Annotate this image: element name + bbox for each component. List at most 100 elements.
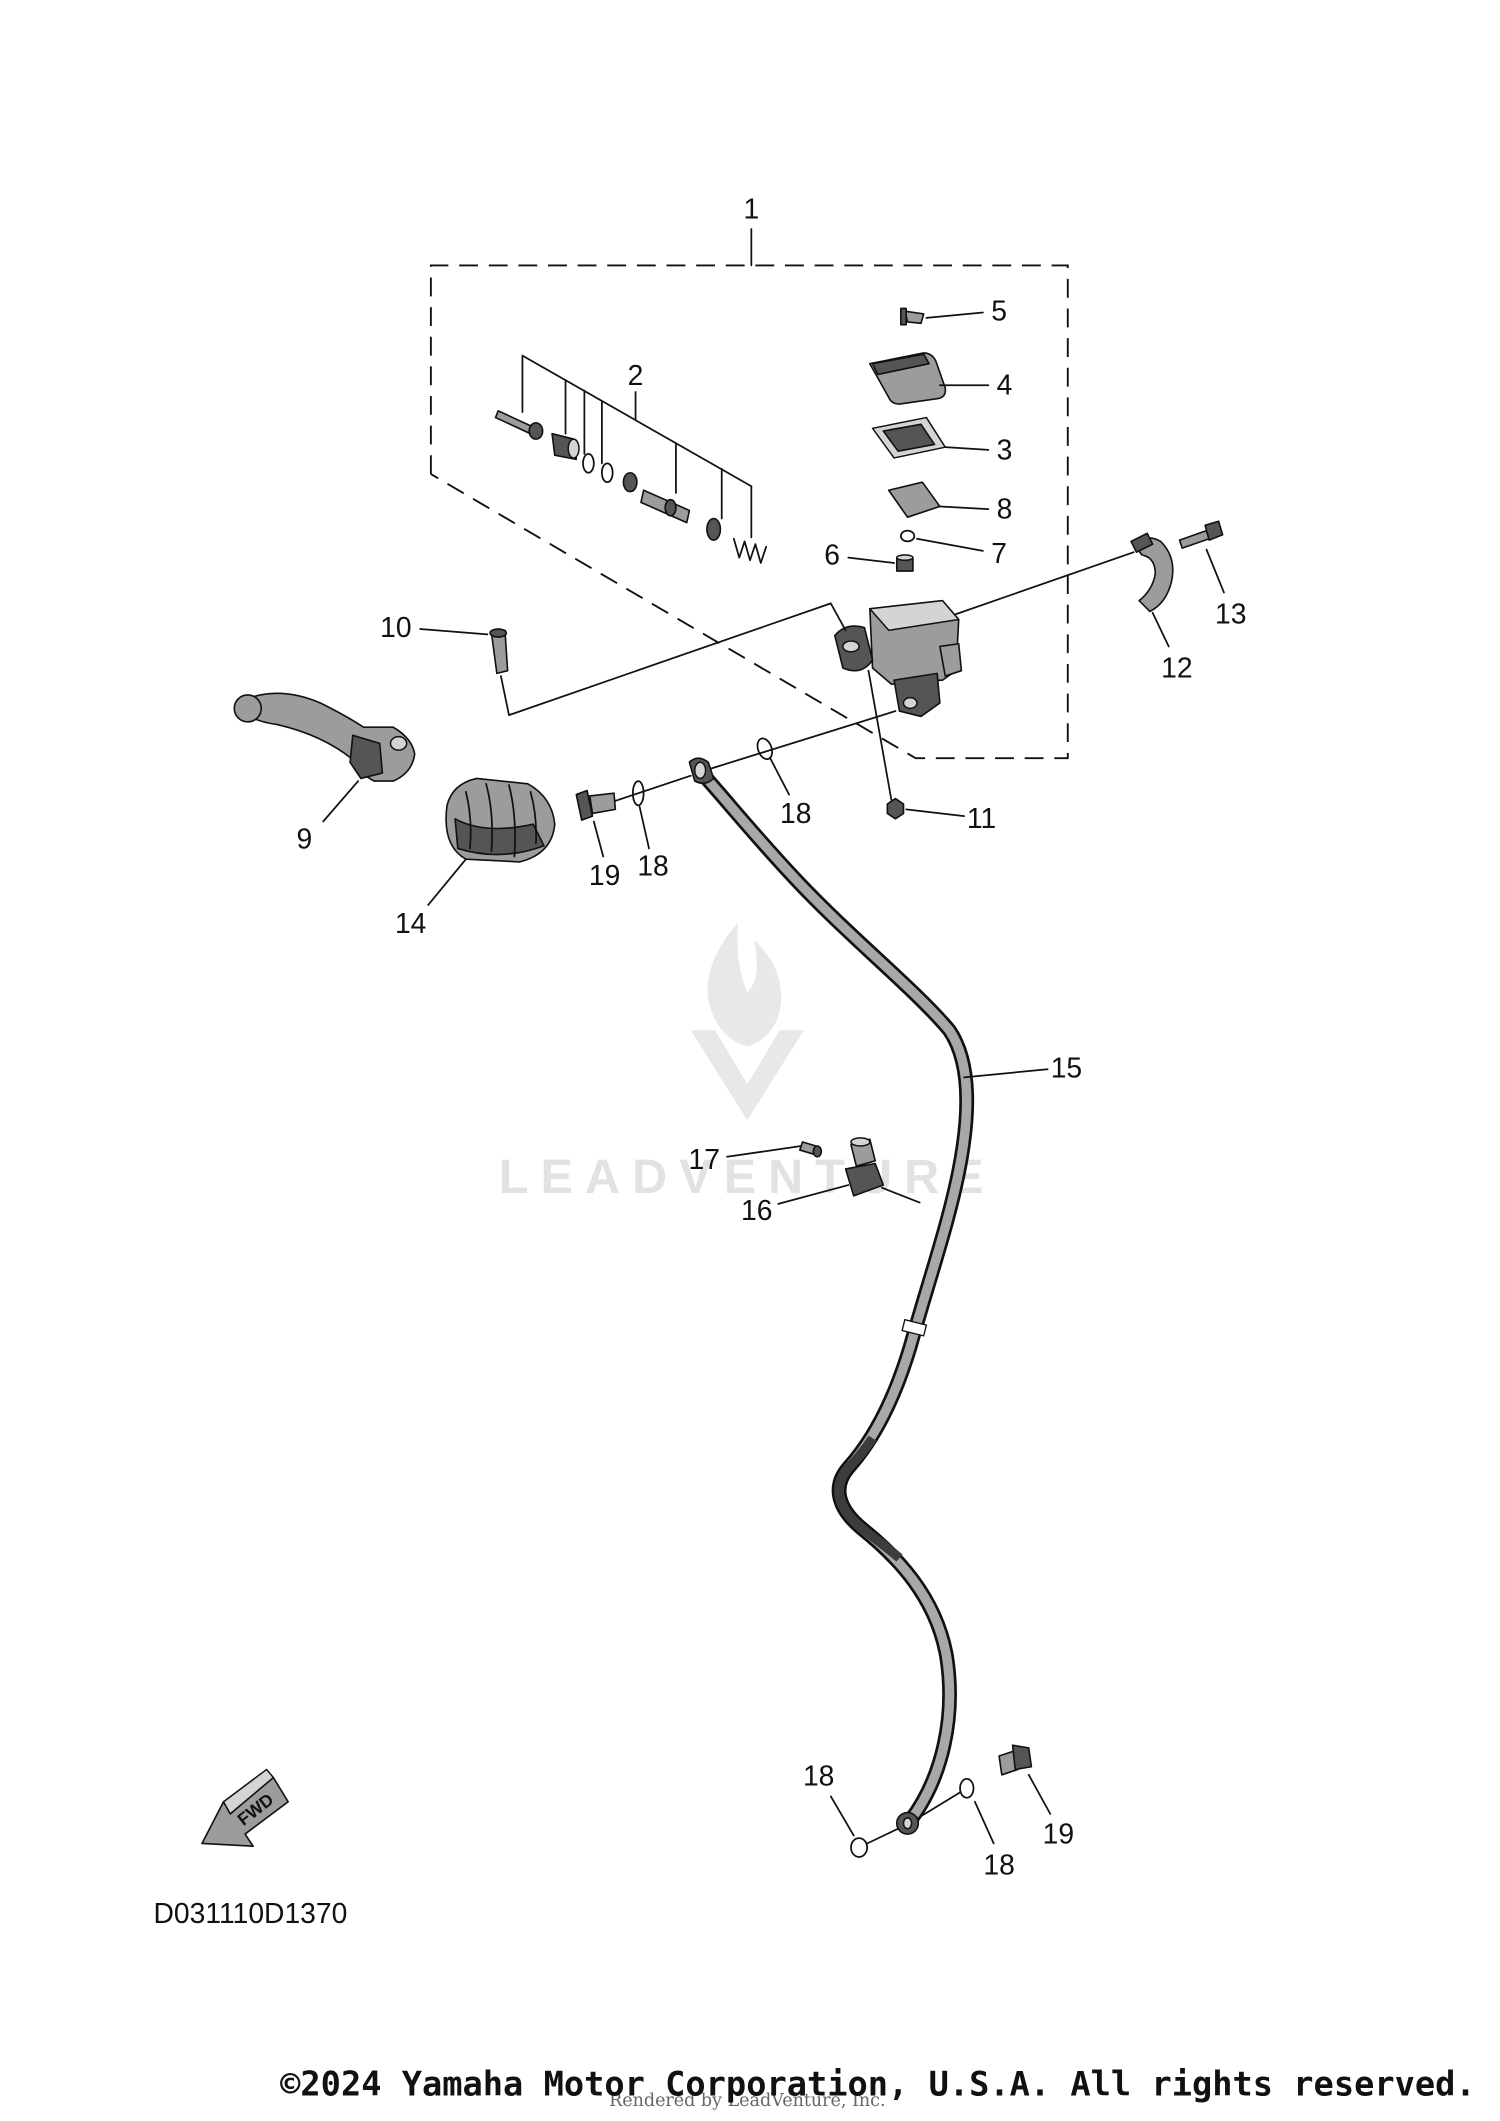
callout-15-leader [963,1068,1049,1079]
guide-screw-head [812,1145,823,1158]
outlet-to-banjo-line [708,710,897,770]
callout-label: 2 [628,359,644,391]
callout-label: 18 [637,849,668,881]
callout-label: 17 [688,1143,719,1175]
arrow-top-face [222,1768,275,1815]
guide-connect-line [881,1186,921,1204]
callout-label: 3 [997,433,1013,465]
hose-fill [698,769,972,1826]
master-cylinder-body [834,599,963,718]
callout-label: 19 [1043,1817,1074,1849]
kit-spring-cup [706,517,722,541]
cover-ridges [465,782,537,858]
hose-dark-section [834,1435,903,1562]
callout-label: 14 [395,907,426,939]
bracket-drops [521,354,753,539]
kit-spring [732,537,768,564]
cover-shade [454,817,545,856]
callout-18-lower-right-leader [973,1800,995,1845]
hose-guide-part [777,1137,921,1205]
callout-label: 10 [380,611,411,643]
watermark: LEADVENTURE [499,922,984,1204]
kit-ring-1 [582,453,595,474]
clamp-bolt-head [1204,520,1224,541]
clamp-bolt-shaft [1178,529,1210,549]
callout-label: 18 [983,1848,1014,1880]
cylinder-clamp-half [939,642,963,677]
forward-arrow-icon: FWD [201,1768,289,1847]
callout-label: 7 [991,537,1007,569]
assembly-boundary-dashed [429,264,1069,760]
nut-connect-line [867,669,893,801]
render-credit: Rendered by LeadVenture, Inc. [609,2091,885,2111]
screw-head [900,307,908,326]
callout-label: 1 [743,192,759,224]
callout-label: 18 [803,1760,834,1792]
guide-top-face [850,1137,871,1147]
callout-label: 16 [741,1194,772,1226]
callout-3-leader [944,446,990,451]
callout-label: 12 [1161,651,1192,683]
callout-label: 11 [967,802,996,834]
kit-cup-face [567,438,580,459]
callout-19-lower-leader [1027,1773,1052,1815]
callout-14-leader [427,858,467,906]
hose-part [688,757,1049,1835]
callout-19-upper-leader [592,820,605,858]
copyright-notice: ©2024 Yamaha Motor Corporation, U.S.A. A… [280,2064,1476,2103]
callout-12-leader [1151,611,1170,648]
nut-part [886,797,905,820]
callout-18-lower-left-leader [829,1795,855,1837]
callout-10-leader [419,628,489,636]
plate-part [887,481,941,518]
piston-kit-parts [494,410,768,564]
callout-13-leader [1205,548,1225,594]
lever-pivot-hole [389,735,408,751]
pivot-screw-head [489,628,508,638]
clamp-and-bolt [1130,520,1225,648]
cylinder-pivot-hole [842,640,860,653]
hose-band [901,1318,928,1337]
kit-seal [622,471,638,493]
clamp-lip [1130,532,1154,554]
diagram-code: D031110D1370 [154,1897,348,1929]
callout-11-leader [905,808,965,817]
washer-ring-lower-right [959,1777,975,1799]
bolt-to-banjo-line [613,774,692,803]
kit-bolt-head [528,422,544,440]
callout-9-leader [322,780,360,823]
small-ring-part [899,529,916,543]
watermark-v-logo [690,1030,804,1121]
lever-part [233,692,416,823]
callout-label: 9 [296,822,312,854]
callout-labels: 1 2 5 4 3 8 7 6 10 13 12 11 9 18 14 19 1… [296,192,1246,1880]
lever-adjuster [349,734,384,780]
callout-8-leader [937,505,990,510]
reservoir-parts [847,307,990,572]
bracket-diagonal [521,354,753,488]
hose-banjo-lower-hole [902,1817,913,1830]
kit-ring-2 [601,462,614,484]
cover-part [427,777,556,906]
lower-left-connect-line [866,1827,899,1845]
callout-17-leader [726,1145,803,1158]
lever-ball-end [233,694,263,723]
callout-label: 19 [589,859,620,891]
cap-top-face [871,353,930,376]
diaphragm-center [882,423,936,453]
callout-label: 13 [1215,598,1246,630]
lower-right-connect-line [917,1791,961,1819]
callout-6-leader [847,556,895,564]
cylinder-outlet-hole [902,696,918,710]
callout-label: 4 [997,369,1013,401]
washer-ring-upper-left [631,780,645,807]
callout-18-upper-left-leader [638,805,650,850]
callout-18-upper-right-leader [769,757,790,796]
banjo-bolt-shaft-upper [588,792,617,815]
callout-label: 5 [991,295,1007,327]
kit-bolt-shaft [494,410,535,435]
watermark-flame-logo [707,922,782,1047]
callout-label: 18 [780,797,811,829]
cylinder-top-face [869,599,960,632]
